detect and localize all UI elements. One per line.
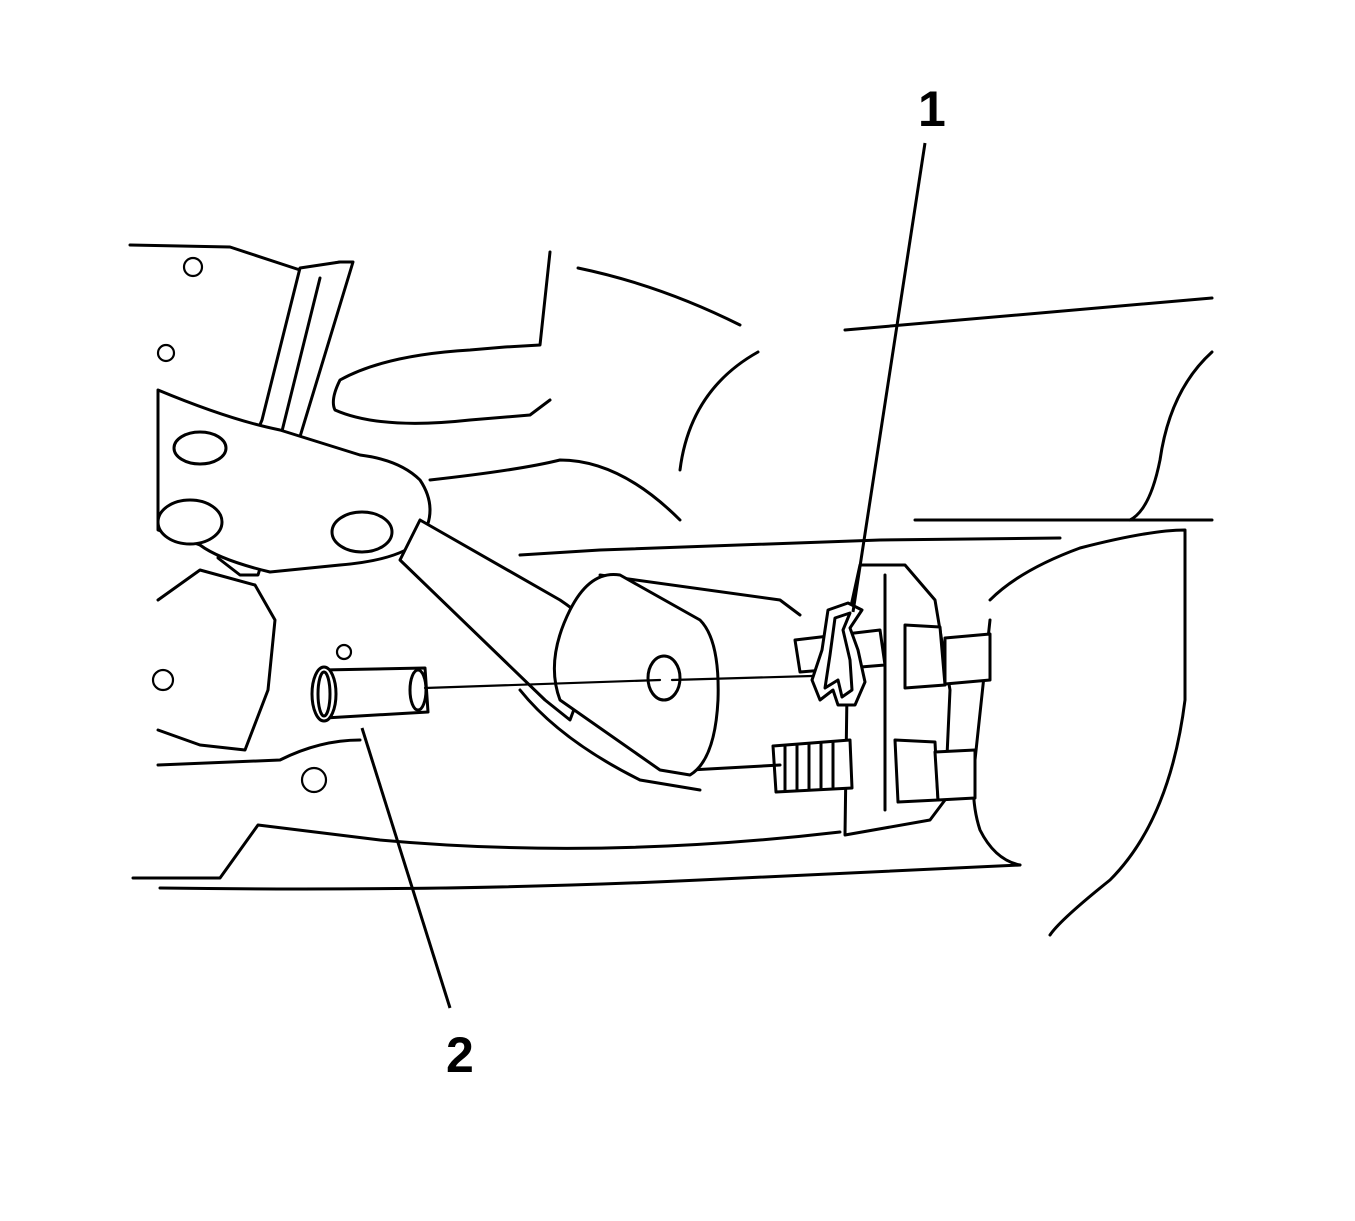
floor-pan <box>128 243 1214 522</box>
callout-2-leader <box>360 727 452 1009</box>
callout-2-label: 2 <box>446 1027 474 1083</box>
equalizer-lever <box>156 388 602 722</box>
lever-arm <box>518 572 720 792</box>
retaining-clip <box>810 601 867 707</box>
pivot-pin <box>310 665 814 723</box>
callout-1-leader <box>851 142 927 613</box>
callout-1-label: 1 <box>918 81 946 137</box>
cable-bracket <box>843 528 1187 937</box>
frame-rail <box>131 518 1214 891</box>
